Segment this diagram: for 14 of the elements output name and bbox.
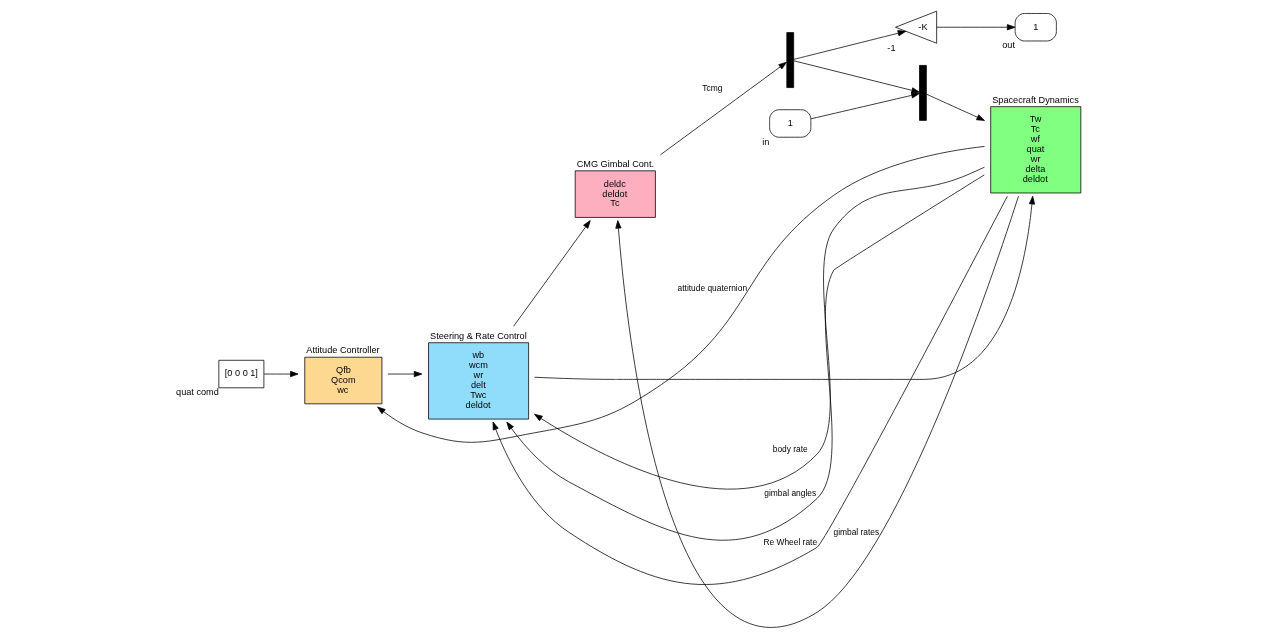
node-label: in: [761, 136, 769, 147]
edge-label: attitude quaternion: [677, 282, 747, 293]
edge-label: gimbal rates: [832, 527, 879, 538]
node-label: Spacecraft Dynamics: [991, 94, 1079, 105]
edge-label: Re Wheel rate: [762, 537, 817, 547]
edge-label: gimbal angles: [763, 488, 816, 499]
node-label: Attitude Controller: [305, 345, 380, 356]
edge-label: body rate: [772, 443, 808, 454]
node-label: quat comd: [175, 387, 219, 398]
node-label: CMG Gimbal Cont.: [576, 158, 654, 169]
node-label: out: [1001, 40, 1015, 51]
node-label: Steering & Rate Control: [429, 330, 527, 341]
node-label: -1: [886, 42, 896, 53]
edge-label: Tcmg: [701, 83, 722, 94]
